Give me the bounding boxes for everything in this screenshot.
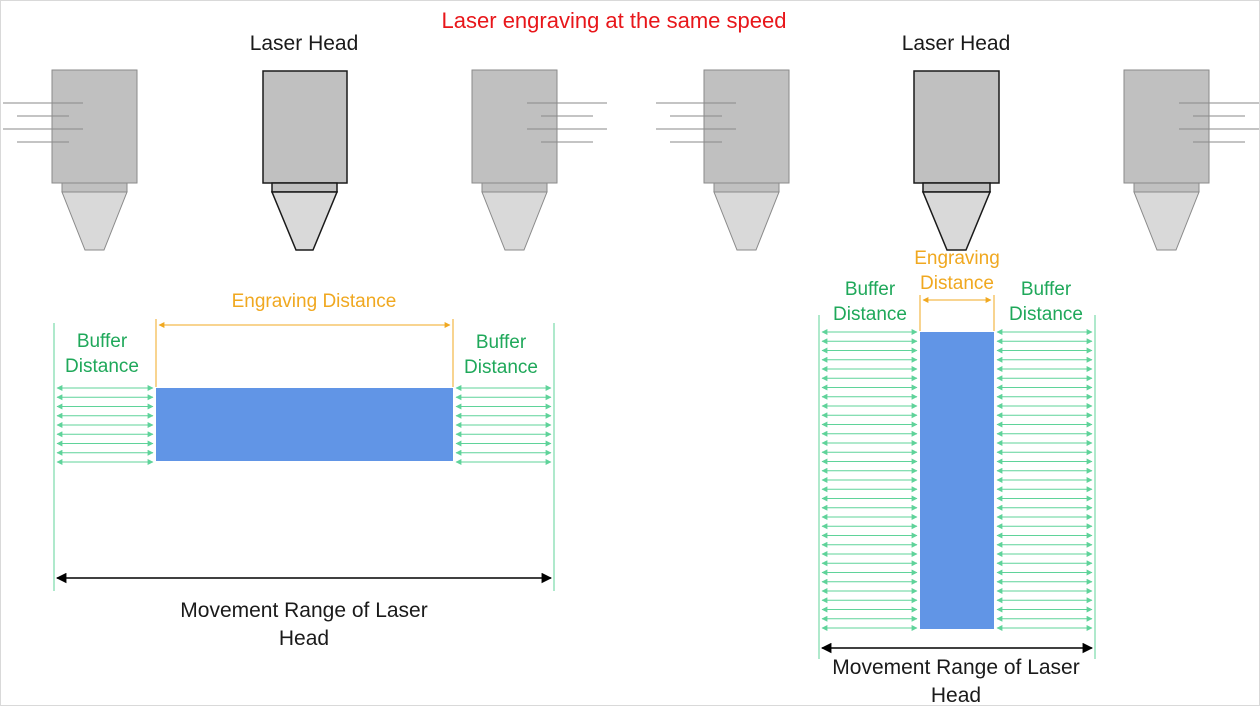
right-ghost-head-left bbox=[656, 69, 790, 251]
left-ghost-head-right bbox=[471, 69, 607, 251]
right-buffer-arrows bbox=[821, 329, 1093, 631]
right-engraving-guides bbox=[919, 295, 995, 331]
laser-head-icon bbox=[262, 70, 348, 251]
motion-lines-icon bbox=[3, 102, 83, 143]
laser-head-icon bbox=[471, 69, 558, 251]
laser-head-icon bbox=[1123, 69, 1210, 251]
right-ghost-head-right bbox=[1123, 69, 1259, 251]
left-range-label: Movement Range of Laser Head bbox=[180, 599, 428, 650]
right-active-head bbox=[913, 70, 1000, 251]
left-buffer-arrows bbox=[56, 385, 552, 465]
right-buffer-right-label: Buffer Distance bbox=[1009, 279, 1083, 325]
left-workpiece bbox=[156, 388, 453, 461]
laser-head-icon bbox=[913, 70, 1000, 251]
right-range-label: Movement Range of Laser Head bbox=[832, 656, 1080, 707]
right-boundary-lines bbox=[818, 315, 1096, 659]
left-buffer-right-label: Buffer Distance bbox=[464, 332, 538, 378]
right-engraving-label: Engraving Distance bbox=[914, 248, 1000, 294]
left-engraving-label: Engraving Distance bbox=[231, 291, 397, 312]
right-buffer-left-label: Buffer Distance bbox=[833, 279, 907, 325]
right-workpiece bbox=[920, 332, 994, 629]
left-ghost-head-left bbox=[3, 69, 138, 251]
motion-lines-icon bbox=[656, 102, 736, 143]
left-head-label: Laser Head bbox=[249, 32, 359, 55]
left-boundary-lines bbox=[53, 323, 555, 591]
motion-lines-icon bbox=[527, 102, 607, 143]
right-head-label: Laser Head bbox=[901, 32, 1011, 55]
laser-head-icon bbox=[703, 69, 790, 251]
motion-lines-icon bbox=[1179, 102, 1259, 143]
diagram-title: Laser engraving at the same speed bbox=[441, 8, 787, 33]
left-engraving-guides bbox=[155, 319, 454, 387]
left-buffer-left-label: Buffer Distance bbox=[65, 331, 139, 377]
left-active-head bbox=[262, 70, 348, 251]
laser-head-icon bbox=[51, 69, 138, 251]
